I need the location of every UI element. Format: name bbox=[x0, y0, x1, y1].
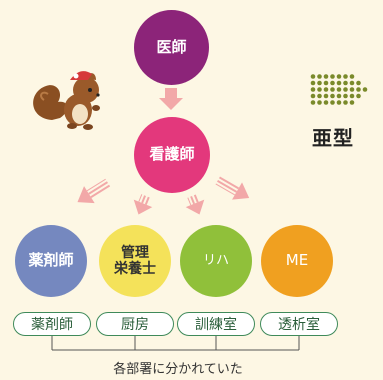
node-pharmacist: 薬剤師 bbox=[15, 225, 87, 297]
arrow-doctor-to-nurse bbox=[159, 88, 183, 110]
bottom-caption: 各部署に分かれていた bbox=[113, 362, 243, 377]
node-rehab-label: リハ bbox=[202, 252, 229, 268]
arrow-nurse-to-me bbox=[215, 175, 250, 200]
node-nurse-label: 看護師 bbox=[149, 145, 195, 164]
node-dietitian-label: 管理 栄養士 bbox=[114, 245, 156, 277]
node-rehab: リハ bbox=[180, 225, 252, 297]
node-me: ME bbox=[261, 225, 333, 297]
department-dialysis-room: 透析室 bbox=[260, 312, 338, 336]
node-pharmacist-label: 薬剤師 bbox=[28, 251, 74, 270]
node-nurse: 看護師 bbox=[134, 117, 210, 193]
arrow-nurse-to-dietitian bbox=[133, 194, 153, 215]
node-doctor: 医師 bbox=[134, 10, 209, 85]
department-kitchen: 厨房 bbox=[96, 312, 174, 336]
arrow-nurse-to-rehab bbox=[185, 194, 205, 215]
squirrel-mascot-icon bbox=[33, 71, 100, 130]
arrow-nurse-to-pharmacist bbox=[77, 178, 111, 204]
node-doctor-label: 医師 bbox=[156, 37, 187, 56]
type-label: 亜型 bbox=[312, 126, 354, 150]
node-dietitian-line1: 管理 bbox=[121, 244, 149, 261]
department-pharmacy: 薬剤師 bbox=[13, 312, 91, 336]
department-training-room: 訓練室 bbox=[177, 312, 255, 336]
department-bracket bbox=[51, 336, 300, 351]
node-me-label: ME bbox=[285, 251, 309, 270]
node-dietitian: 管理 栄養士 bbox=[99, 225, 171, 297]
dotted-right-arrow-icon bbox=[310, 74, 368, 105]
node-dietitian-line2: 栄養士 bbox=[114, 261, 156, 277]
